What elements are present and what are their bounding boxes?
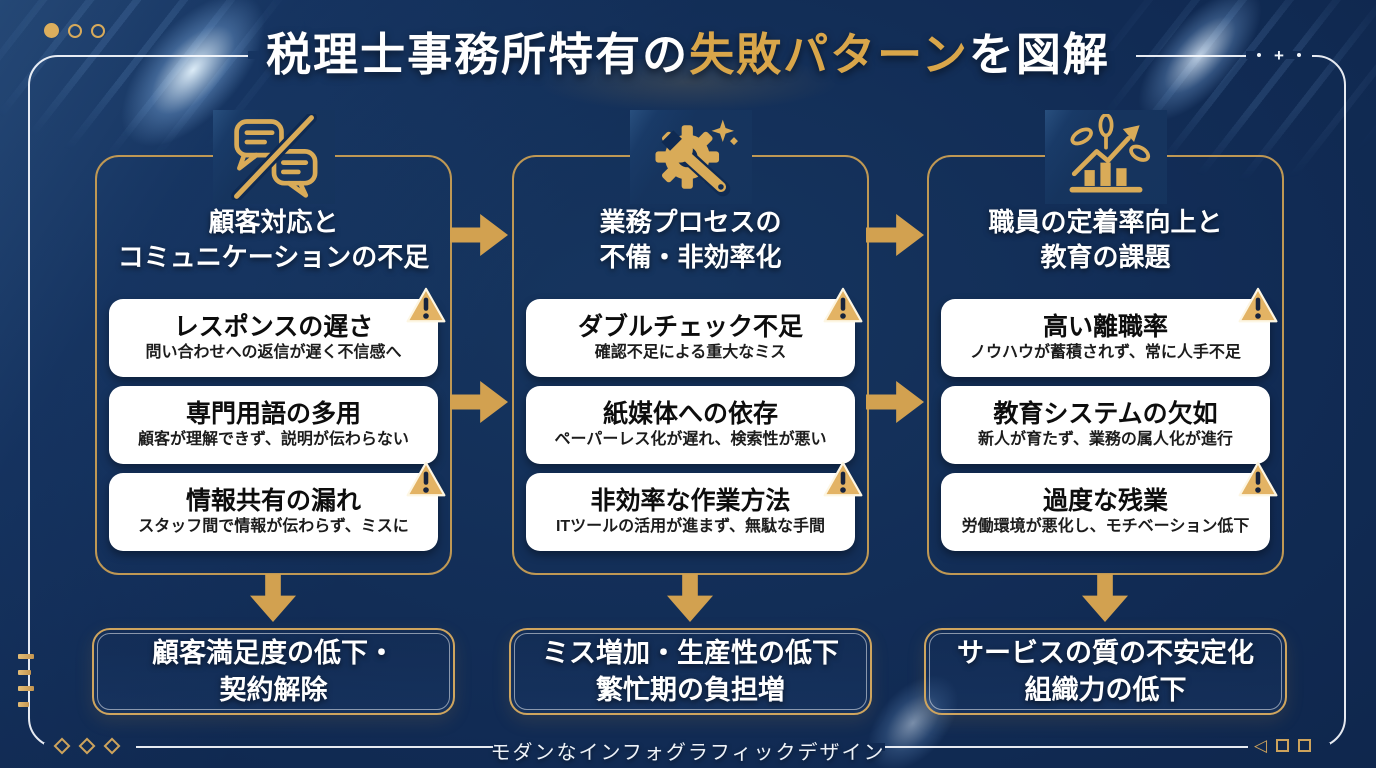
- no-communication-icon: [212, 110, 335, 204]
- top-left-dots-icon: [44, 23, 105, 38]
- issue-title: 高い離職率: [1042, 312, 1168, 341]
- issue-desc: 新人が育たず、業務の属人化が進行: [978, 431, 1233, 449]
- circle-outline-icon: [68, 23, 82, 38]
- bottom-right-ornament: ◁: [1254, 736, 1312, 755]
- square-outline-icon: [1298, 739, 1312, 752]
- issue-desc: 確認不足による重大なミス: [594, 344, 787, 362]
- issue-list: ダブルチェック不足 確認不足による重大なミス 紙媒体への依存 ペーパーレス化が遅…: [526, 287, 863, 560]
- arrow-down-icon: [1082, 574, 1128, 622]
- result-box-staff: サービスの質の不安定化 組織力の低下: [924, 628, 1287, 715]
- warning-icon: [822, 286, 864, 325]
- issue-title: 情報共有の漏れ: [185, 486, 361, 515]
- issue-desc: ペーパーレス化が遅れ、検索性が悪い: [554, 431, 827, 449]
- warning-icon: [405, 286, 447, 325]
- issue-desc: 労働環境が悪化し、モチベーション低下: [961, 518, 1250, 536]
- issue-card: 高い離職率 ノウハウが蓄積されず、常に人手不足: [941, 287, 1278, 377]
- title-suffix: を図解: [968, 29, 1110, 80]
- plus-icon: +: [1274, 45, 1284, 65]
- column-heading: 職員の定着率向上と 教育の課題: [988, 207, 1223, 272]
- arrow-right-icon: [866, 214, 924, 256]
- frame-gap-top-right: [1246, 51, 1312, 59]
- issue-desc: ノウハウが蓄積されず、常に人手不足: [970, 344, 1241, 362]
- column-heading: 業務プロセスの 不備・非効率化: [599, 207, 782, 272]
- filled-circle-icon: [44, 23, 59, 38]
- issue-title: 非効率な作業方法: [590, 486, 791, 515]
- dot-icon: [1296, 53, 1301, 57]
- arrow-right-icon: [866, 381, 924, 423]
- title-highlight: 失敗パターン: [689, 29, 969, 80]
- issue-card: レスポンスの遅さ 問い合わせへの返信が遅く不信感へ: [109, 287, 446, 377]
- issue-card: 過度な残業 労働環境が悪化し、モチベーション低下: [941, 461, 1278, 551]
- issue-title: レスポンスの遅さ: [173, 312, 374, 341]
- issue-card: 紙媒体への依存 ペーパーレス化が遅れ、検索性が悪い: [526, 386, 855, 464]
- frame-gap-diamonds: [44, 743, 136, 751]
- warning-icon: [1237, 460, 1279, 499]
- arrow-right-icon: [450, 381, 508, 423]
- issue-title: 過度な残業: [1042, 486, 1168, 515]
- footer-caption: モダンなインフォグラフィックデザイン: [490, 742, 886, 764]
- column-customer-communication: 顧客対応と コミュニケーションの不足 レスポンスの遅さ 問い合わせへの返信が遅く…: [95, 110, 452, 575]
- square-outline-icon: [1276, 739, 1290, 752]
- issue-title: 紙媒体への依存: [602, 399, 778, 428]
- page-title: 税理士事務所特有の失敗パターンを図解: [0, 18, 1376, 83]
- issue-list: レスポンスの遅さ 問い合わせへの返信が遅く不信感へ 専門用語の多用 顧客が理解で…: [109, 287, 446, 560]
- issue-desc: 問い合わせへの返信が遅く不信感へ: [145, 344, 402, 362]
- issue-card: 情報共有の漏れ スタッフ間で情報が伝わらず、ミスに: [109, 461, 446, 551]
- growth-chart-icon: [1044, 110, 1167, 204]
- arrow-down-icon: [250, 574, 296, 622]
- warning-icon: [822, 460, 864, 499]
- left-edge-bars-icon: [18, 654, 34, 707]
- triangle-left-icon: ◁: [1254, 736, 1268, 755]
- column-staff-retention: 職員の定着率向上と 教育の課題 高い離職率 ノウハウが蓄積されず、常に人手不足 …: [927, 110, 1284, 575]
- result-box-process: ミス増加・生産性の低下 繁忙期の負担増: [509, 628, 872, 715]
- warning-icon: [405, 460, 447, 499]
- warning-icon: [1237, 286, 1279, 325]
- column-heading: 顧客対応と コミュニケーションの不足: [117, 207, 430, 272]
- gear-wrench-icon: [629, 110, 752, 204]
- result-box-customer: 顧客満足度の低下・ 契約解除: [92, 628, 455, 715]
- title-prefix: 税理士事務所特有の: [266, 29, 690, 80]
- issue-title: ダブルチェック不足: [577, 312, 803, 341]
- issue-title: 専門用語の多用: [185, 399, 361, 428]
- issue-card: 教育システムの欠如 新人が育たず、業務の属人化が進行: [941, 386, 1270, 464]
- top-right-ornament: +: [1247, 45, 1311, 65]
- column-business-process: 業務プロセスの 不備・非効率化 ダブルチェック不足 確認不足による重大なミス 紙…: [512, 110, 869, 575]
- issue-card: 非効率な作業方法 ITツールの活用が進まず、無駄な手間: [526, 461, 863, 551]
- frame-gap-title: [248, 51, 1136, 59]
- issue-desc: ITツールの活用が進まず、無駄な手間: [555, 518, 826, 536]
- circle-outline-icon: [91, 23, 105, 38]
- issue-desc: 顧客が理解できず、説明が伝わらない: [138, 431, 409, 449]
- issue-card: ダブルチェック不足 確認不足による重大なミス: [526, 287, 863, 377]
- arrow-down-icon: [667, 574, 713, 622]
- issue-desc: スタッフ間で情報が伝わらず、ミスに: [138, 518, 409, 536]
- issue-title: 教育システムの欠如: [993, 399, 1218, 428]
- issue-card: 専門用語の多用 顧客が理解できず、説明が伝わらない: [109, 386, 438, 464]
- arrow-right-icon: [450, 214, 508, 256]
- issue-list: 高い離職率 ノウハウが蓄積されず、常に人手不足 教育システムの欠如 新人が育たず…: [941, 287, 1278, 560]
- frame-gap-footer: [493, 743, 885, 751]
- dot-icon: [1257, 53, 1262, 57]
